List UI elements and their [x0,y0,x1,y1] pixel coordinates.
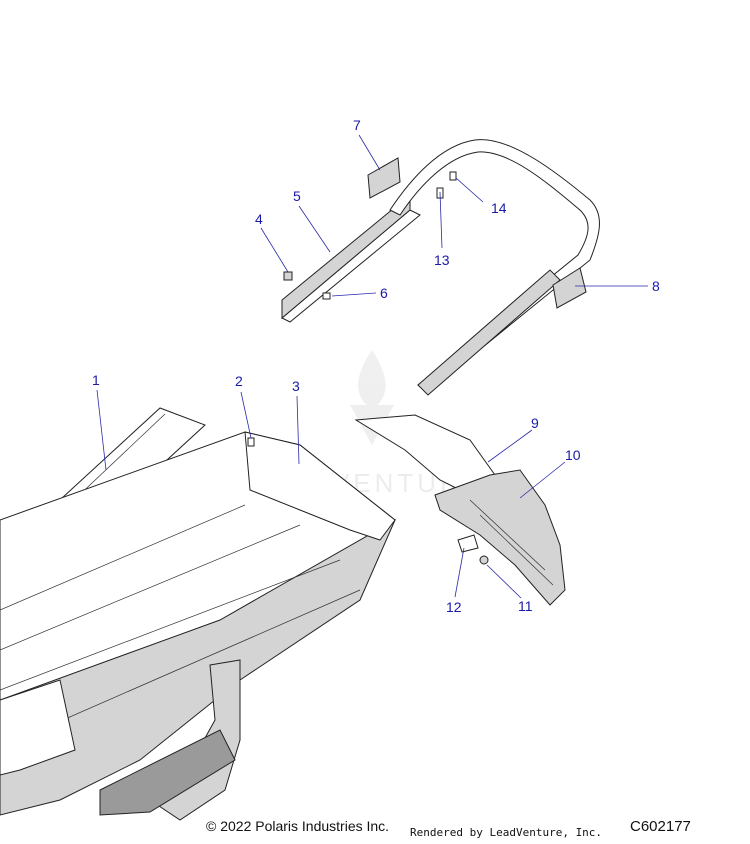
part-3-tunnel [0,431,397,821]
callout-14: 14 [491,200,507,216]
part-14-screw [449,171,457,181]
callout-7: 7 [353,117,361,133]
part-6-screw [322,292,331,300]
callout-4: 4 [255,211,263,227]
callouts: 7 5 4 14 13 6 8 1 2 3 9 10 12 11 [92,117,660,615]
callout-12: 12 [446,599,462,615]
part-11-nut [479,555,489,565]
part-4-nut [283,271,293,281]
figure-id: C602177 [630,818,691,835]
callout-2: 2 [235,373,243,389]
rendered-by-text: Rendered by LeadVenture, Inc. [410,826,603,839]
callout-11: 11 [518,598,533,614]
part-8-badge [552,267,587,309]
callout-9: 9 [531,415,539,431]
leader-lines [96,134,648,599]
callout-8: 8 [652,278,660,294]
grab-bar [389,139,600,396]
callout-10: 10 [565,447,581,463]
callout-3: 3 [292,378,300,394]
callout-5: 5 [293,188,301,204]
part-5-rail [281,193,421,323]
callout-1: 1 [92,372,100,388]
callout-13: 13 [434,252,450,268]
part-12-plate [457,534,479,553]
part-2-screw [247,437,255,447]
part-10-flap [434,469,566,606]
callout-6: 6 [380,285,388,301]
copyright-text: © 2022 Polaris Industries Inc. [206,818,390,834]
part-7-badge [367,157,401,199]
